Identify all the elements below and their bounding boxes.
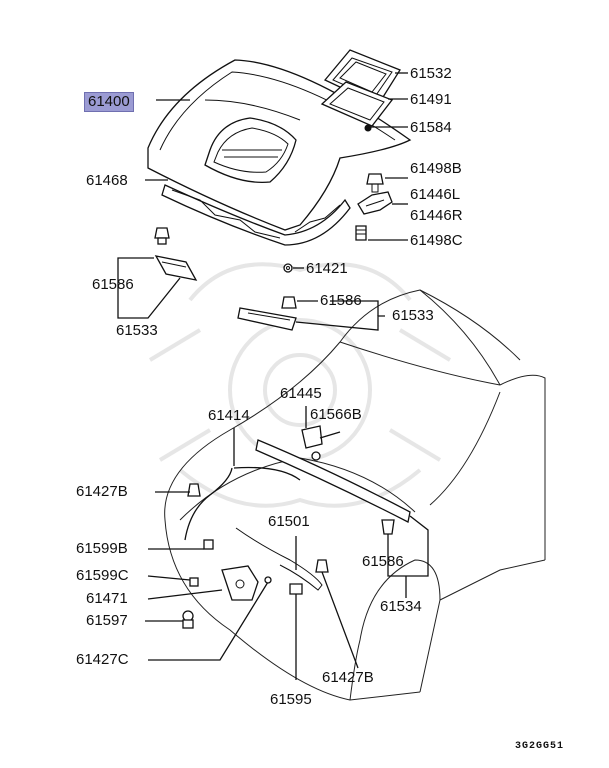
callout-61586-center[interactable]: 61586: [320, 292, 362, 309]
scoop-frame: [320, 81, 394, 127]
bolt-61498c: [355, 225, 367, 241]
hood-hinge: [357, 191, 393, 215]
bolt-61597: [182, 610, 194, 629]
callout-hood-61400[interactable]: 61400: [84, 92, 134, 112]
callout-61533-left[interactable]: 61533: [116, 322, 158, 339]
callout-61468[interactable]: 61468: [86, 172, 128, 189]
bumper-left: [154, 227, 170, 245]
callout-61414[interactable]: 61414: [208, 407, 250, 424]
callout-61427c[interactable]: 61427C: [76, 651, 129, 668]
bumper-61427b-right: [315, 559, 329, 573]
callout-61471[interactable]: 61471: [86, 590, 128, 607]
callout-61584[interactable]: 61584: [410, 119, 452, 136]
callout-61445[interactable]: 61445: [280, 385, 322, 402]
callout-61427b-right[interactable]: 61427B: [322, 669, 374, 686]
callout-61586-left[interactable]: 61586: [92, 276, 134, 293]
callout-61427b-left[interactable]: 61427B: [76, 483, 128, 500]
callout-61597[interactable]: 61597: [86, 612, 128, 629]
callout-61532[interactable]: 61532: [410, 65, 452, 82]
hood-lock-cable: [184, 466, 323, 591]
seal-center: [237, 307, 297, 331]
figure-code: 3G2GG51: [515, 741, 565, 752]
hood-inner-frame: [161, 184, 351, 246]
bolt-61566b: [311, 451, 321, 461]
callout-61421[interactable]: 61421: [306, 260, 348, 277]
callout-61498c[interactable]: 61498C: [410, 232, 463, 249]
callout-61533-center[interactable]: 61533: [392, 307, 434, 324]
bumper-61586-right: [381, 519, 395, 535]
clip-61599c: [189, 577, 199, 587]
bumper-center: [281, 296, 297, 309]
hood-latch: [221, 565, 259, 601]
callout-61534[interactable]: 61534: [380, 598, 422, 615]
windshield-seal: [255, 439, 411, 523]
bolt-61498b: [366, 173, 384, 193]
striker-61445: [301, 425, 323, 449]
seal-left: [154, 255, 198, 281]
grommet-61421: [283, 263, 293, 273]
bumper-61427b-left: [187, 483, 201, 497]
callout-61501[interactable]: 61501: [268, 513, 310, 530]
callout-61599b[interactable]: 61599B: [76, 540, 128, 557]
callout-61491[interactable]: 61491: [410, 91, 452, 108]
leader-lines: [117, 72, 429, 680]
grommet-61595: [289, 583, 303, 595]
callout-61446r[interactable]: 61446R: [410, 207, 463, 224]
vehicle-outline: [164, 289, 546, 701]
callout-61446l[interactable]: 61446L: [410, 186, 461, 203]
clip-61584: [364, 124, 372, 132]
callout-61595[interactable]: 61595: [270, 691, 312, 708]
callout-61498b[interactable]: 61498B: [410, 160, 462, 177]
callout-61599c[interactable]: 61599C: [76, 567, 129, 584]
callout-61566b[interactable]: 61566B: [310, 406, 362, 423]
clip-61599b: [203, 539, 214, 550]
callout-61586-right[interactable]: 61586: [362, 553, 404, 570]
